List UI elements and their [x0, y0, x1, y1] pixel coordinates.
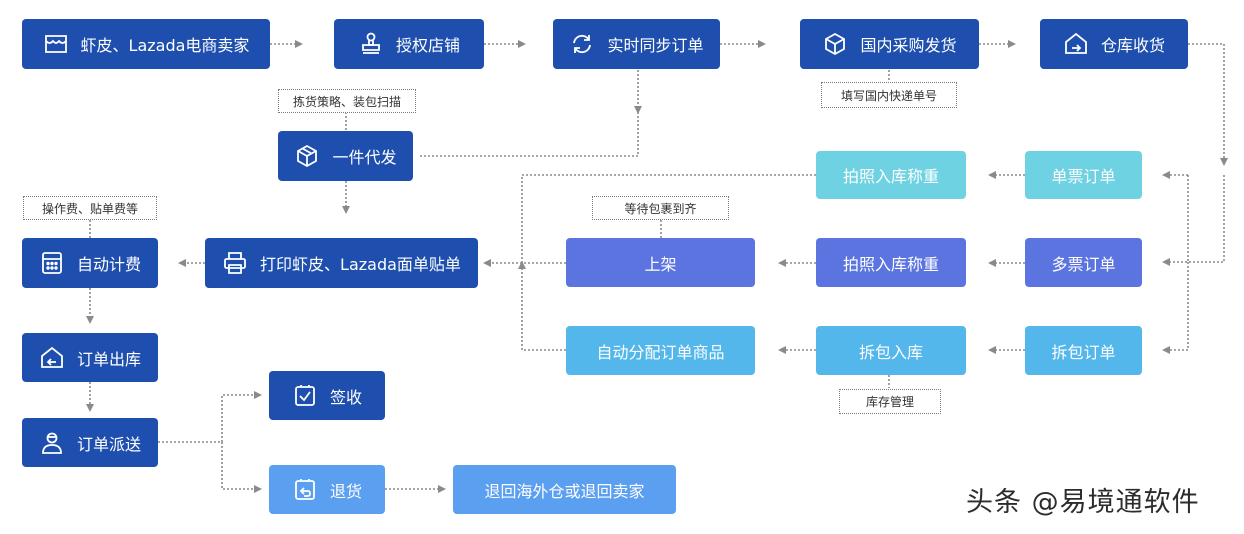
node-single-order: 单票订单: [1025, 151, 1142, 199]
node-warehouse-receive: 仓库收货: [1040, 19, 1188, 69]
note-wait-packages: 等待包裹到齐: [592, 196, 729, 220]
connector: [158, 391, 262, 443]
node-dropship: 一件代发: [278, 131, 413, 181]
watermark: 头条 @易境通软件: [966, 487, 1200, 518]
node-label: 拆包订单: [1051, 342, 1116, 362]
connector: [1188, 175, 1225, 263]
node-label: 拍照入库称重: [842, 167, 939, 186]
node-return-dest: 退回海外仓或退回卖家: [453, 465, 676, 514]
node-label: 签收: [329, 387, 362, 407]
node-shelve: 上架: [566, 238, 755, 287]
node-order-dispatch: 订单派送: [22, 418, 158, 467]
node-photo-weigh-2: 拍照入库称重: [816, 238, 966, 287]
connector: [1188, 43, 1228, 166]
node-label: 多票订单: [1051, 254, 1116, 274]
note-picking-strategy: 拣货策略、装包扫描: [278, 89, 416, 113]
note-text: 拣货策略、装包扫描: [292, 94, 401, 109]
connector: [1162, 175, 1189, 266]
node-auto-allocate: 自动分配订单商品: [566, 326, 755, 375]
connector: [521, 174, 816, 263]
node-label: 自动计费: [76, 255, 141, 274]
node-label: 上架: [644, 254, 677, 274]
warehouse-out-icon: [39, 345, 65, 371]
node-label: 授权店铺: [395, 36, 460, 55]
node-label: 退货: [329, 481, 362, 501]
note-fees: 操作费、贴单费等: [23, 196, 157, 220]
node-multi-order: 多票订单: [1025, 238, 1142, 287]
store-icon: [43, 31, 69, 57]
note-text: 等待包裹到齐: [624, 201, 697, 216]
printer-icon: [222, 250, 248, 276]
connector: [221, 442, 262, 493]
note-fill-tracking: 填写国内快递单号: [821, 82, 957, 108]
node-label: 自动分配订单商品: [596, 342, 725, 362]
node-label: 拆包入库: [858, 342, 923, 362]
node-sync-orders: 实时同步订单: [553, 19, 720, 69]
node-label: 单票订单: [1051, 167, 1116, 186]
node-sellers: 虾皮、Lazada电商卖家: [22, 19, 270, 69]
node-label: 虾皮、Lazada电商卖家: [80, 36, 250, 55]
node-label: 国内采购发货: [860, 36, 957, 55]
node-domestic-purchase: 国内采购发货: [800, 19, 979, 69]
node-auto-billing: 自动计费: [22, 238, 158, 288]
node-authorize: 授权店铺: [334, 19, 484, 69]
node-return: 退货: [269, 465, 385, 514]
note-text: 操作费、贴单费等: [41, 201, 138, 216]
note-inventory: 库存管理: [839, 389, 941, 414]
courier-icon: [39, 430, 65, 456]
warehouse-in-icon: [1063, 31, 1089, 57]
stamp-icon: [358, 31, 384, 57]
cube-icon: [822, 31, 848, 57]
connector: [420, 112, 639, 157]
node-label: 仓库收货: [1100, 36, 1165, 55]
node-label: 拍照入库称重: [842, 254, 939, 274]
package-icon: [294, 143, 320, 169]
node-label: 打印虾皮、Lazada面单贴单: [260, 255, 461, 274]
note-text: 填写国内快递单号: [840, 88, 937, 103]
node-print-label: 打印虾皮、Lazada面单贴单: [205, 238, 478, 288]
node-label: 订单出库: [76, 349, 141, 369]
return-icon: [292, 477, 318, 503]
node-label: 订单派送: [76, 434, 141, 454]
node-photo-weigh-1: 拍照入库称重: [816, 151, 966, 199]
note-text: 库存管理: [865, 395, 914, 409]
connector: [518, 261, 566, 351]
node-order-outbound: 订单出库: [22, 333, 158, 382]
node-label: 一件代发: [332, 148, 397, 167]
check-box-icon: [292, 383, 318, 409]
node-unpack-order: 拆包订单: [1025, 326, 1142, 375]
node-label: 实时同步订单: [607, 36, 704, 55]
calculator-icon: [39, 250, 65, 276]
node-label: 退回海外仓或退回卖家: [484, 481, 645, 501]
sync-icon: [569, 31, 595, 57]
node-sign: 签收: [269, 371, 385, 420]
connector: [1162, 262, 1189, 354]
node-unpack-inbound: 拆包入库: [816, 326, 966, 375]
